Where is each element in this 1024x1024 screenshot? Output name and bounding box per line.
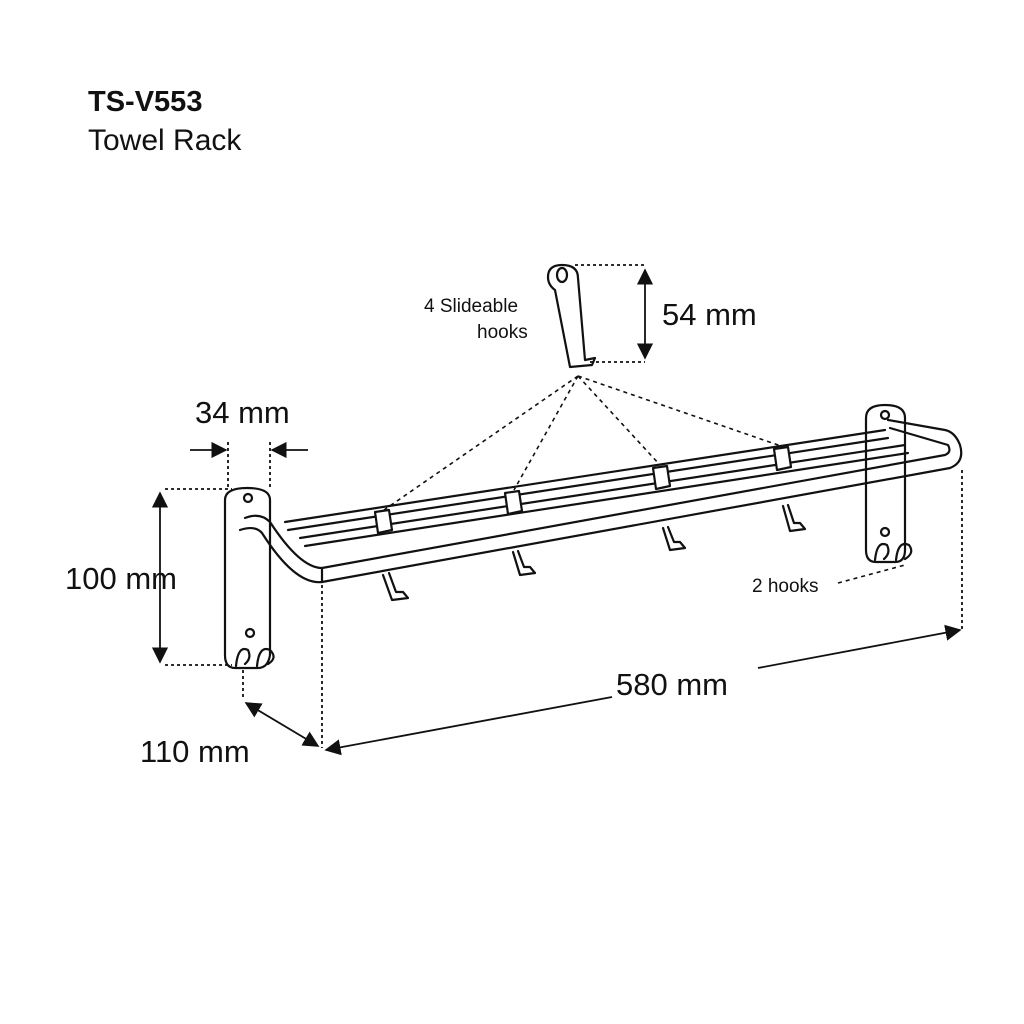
- slideable-hooks-label-line1: 4 Slideable: [424, 296, 519, 317]
- hook-leader-lines: [383, 375, 906, 584]
- fixed-hooks-label: 2 hooks: [752, 576, 819, 597]
- hook-height-dimension: 54 mm: [662, 297, 757, 332]
- front-rail: [238, 418, 963, 584]
- slideable-hooks-label-line2: hooks: [477, 322, 528, 343]
- right-wall-bracket: [864, 403, 913, 564]
- hanging-hooks: [381, 503, 807, 602]
- depth-dimension: 110 mm: [140, 734, 250, 769]
- product-name: Towel Rack: [88, 124, 242, 157]
- bracket-height-dimension: 100 mm: [65, 561, 177, 596]
- slideable-hook-detail: [546, 263, 597, 369]
- model-number: TS-V553: [88, 86, 203, 118]
- left-wall-bracket: [223, 486, 275, 670]
- length-dimension: 580 mm: [616, 667, 728, 702]
- dimension-lines: [151, 264, 963, 756]
- slideable-hook-clips: [373, 445, 793, 535]
- bracket-width-dimension: 34 mm: [195, 395, 290, 430]
